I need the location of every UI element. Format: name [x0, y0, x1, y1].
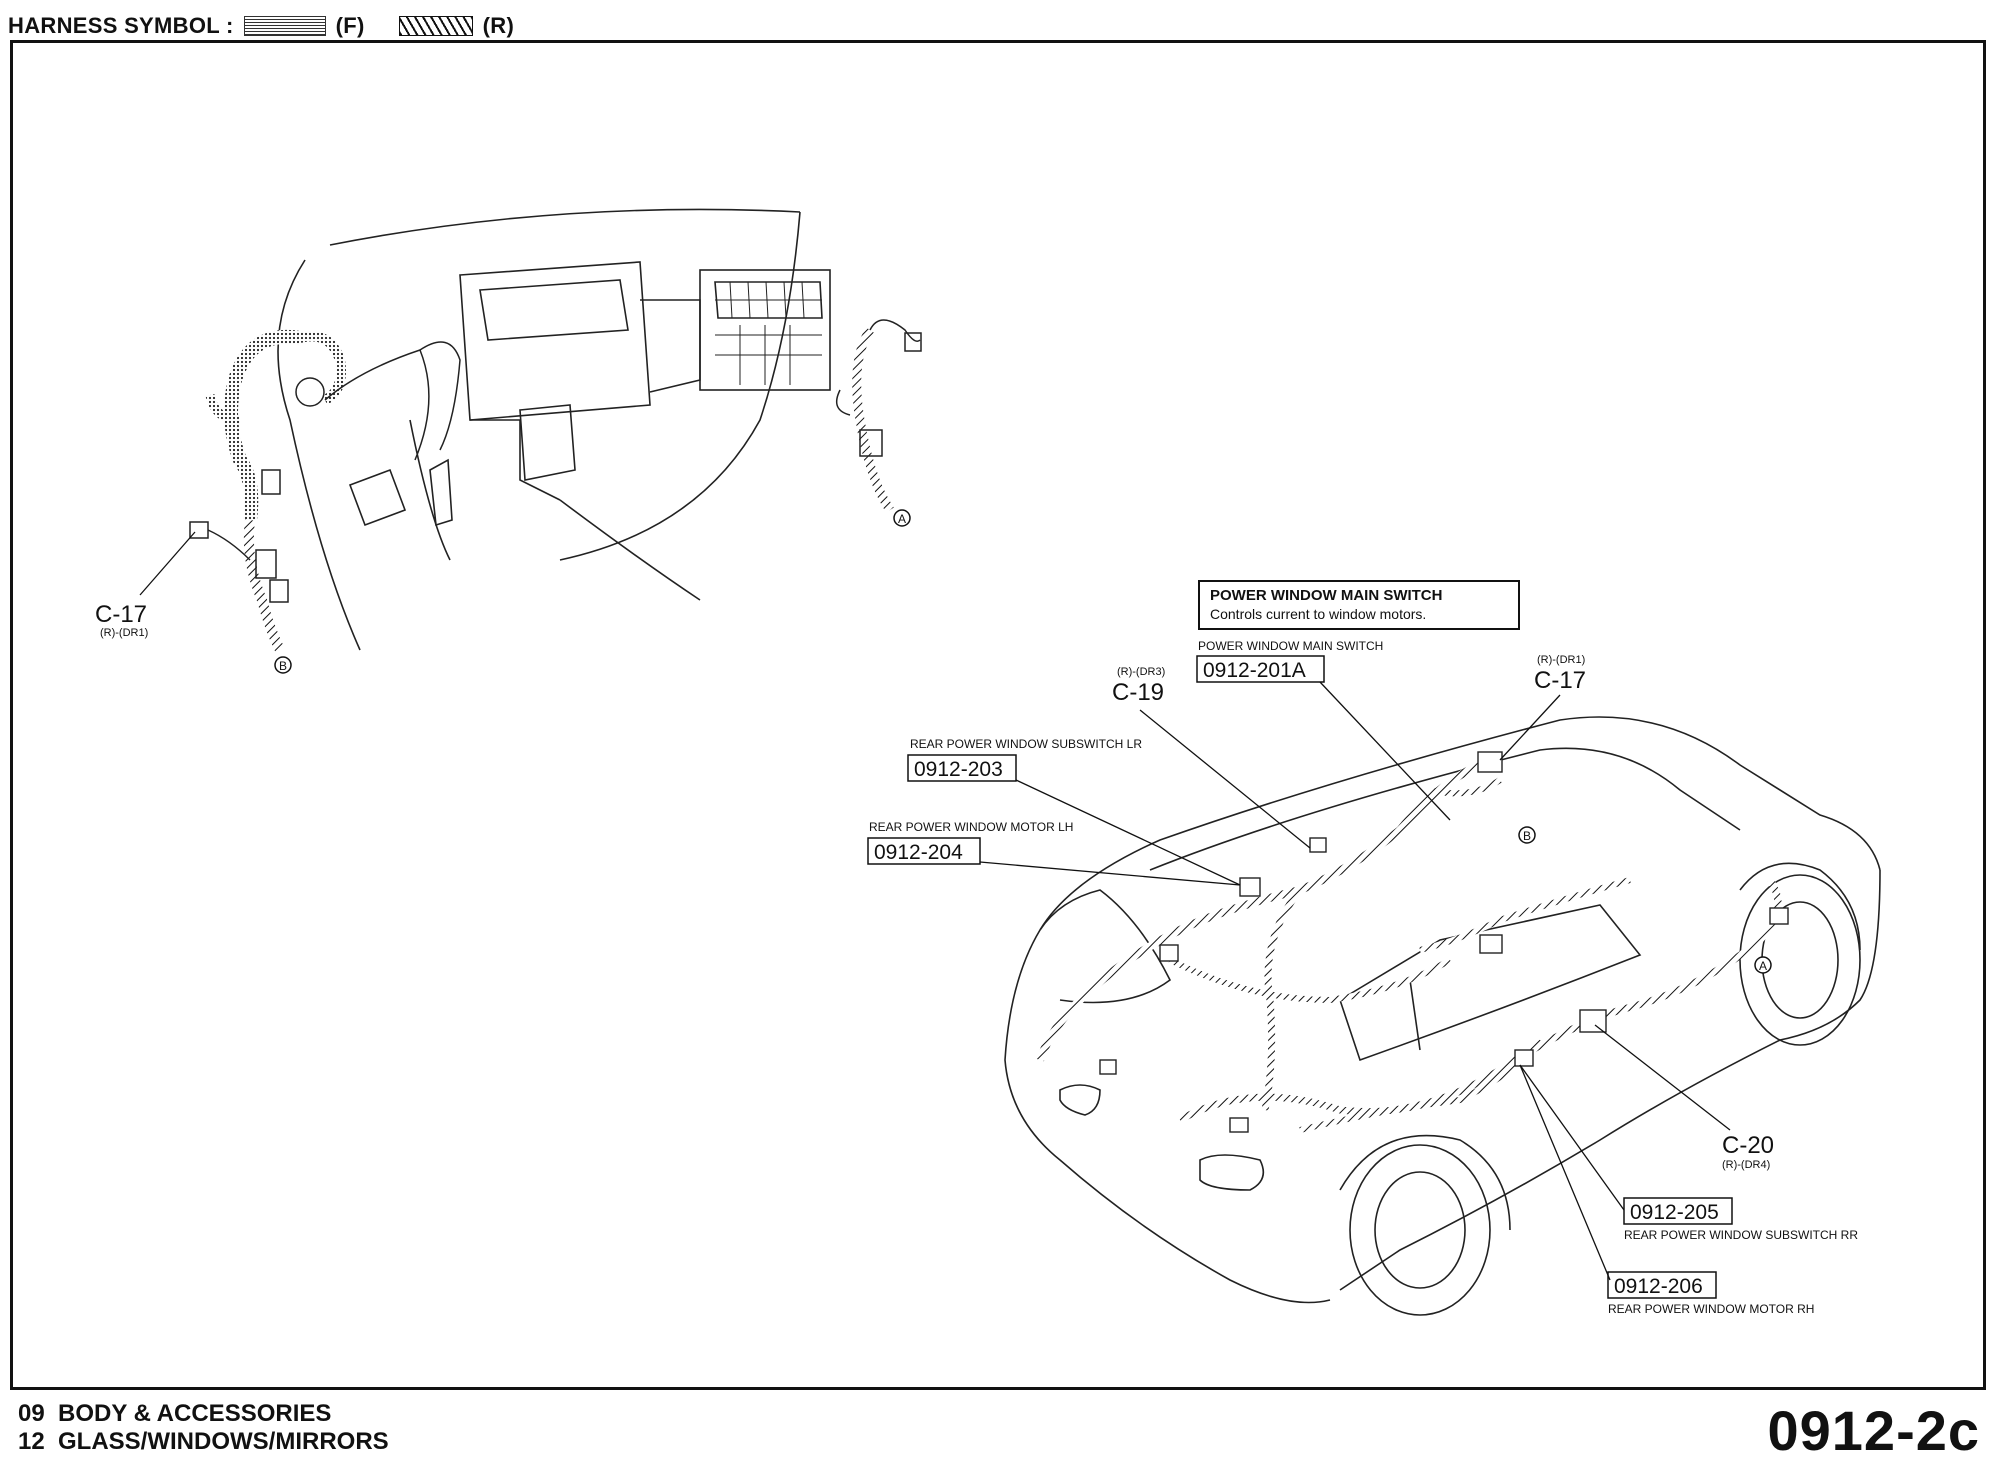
- footer-section-number: 09: [18, 1400, 45, 1427]
- c17-top-code: C-17: [95, 601, 147, 628]
- c17-top-sub: (R)-(DR1): [100, 627, 148, 639]
- c20-code: C-20: [1722, 1132, 1774, 1159]
- c17-car-sub: (R)-(DR1): [1537, 654, 1585, 666]
- power-window-info-box: POWER WINDOW MAIN SWITCH Controls curren…: [1198, 580, 1520, 630]
- subswitch-lr-ref-box: [907, 754, 1017, 782]
- svg-text:B: B: [279, 659, 287, 673]
- rear-harness-connectors: [1099, 751, 1789, 1133]
- footer-section-title: BODY & ACCESSORIES: [58, 1400, 332, 1427]
- main-switch-ref[interactable]: 0912-201A: [1203, 659, 1306, 682]
- front-harness-swatch: [243, 16, 326, 36]
- motor-rh-ref-box: [1607, 1271, 1717, 1299]
- subswitch-lr-ref[interactable]: 0912-203: [914, 758, 1003, 781]
- main-switch-ref-box: [1196, 655, 1325, 683]
- page-code: 0912-2c: [1767, 1399, 1980, 1462]
- motor-rh-ref[interactable]: 0912-206: [1614, 1275, 1703, 1298]
- c19-code: C-19: [1112, 679, 1164, 706]
- marker-b-top: B: [274, 656, 292, 674]
- rear-harness-swatch: [398, 16, 473, 36]
- info-box-subtitle: Controls current to window motors.: [1210, 606, 1427, 622]
- footer-subsection-title: GLASS/WINDOWS/MIRRORS: [58, 1428, 389, 1455]
- marker-a-car: A: [1754, 956, 1772, 974]
- dashboard-illustration: [277, 208, 831, 651]
- rear-harness-label: (R): [482, 13, 515, 38]
- c20-sub: (R)-(DR4): [1722, 1159, 1770, 1171]
- footer-subsection-number: 12: [18, 1428, 45, 1455]
- motor-rh-name: REAR POWER WINDOW MOTOR RH: [1608, 1302, 1814, 1316]
- front-harness-label: (F): [335, 13, 365, 38]
- harness-symbol-legend: HARNESS SYMBOL : (F) (R): [8, 8, 514, 44]
- motor-lh-ref-box: [867, 837, 981, 865]
- main-switch-name: POWER WINDOW MAIN SWITCH: [1198, 639, 1383, 653]
- subswitch-rr-ref[interactable]: 0912-205: [1630, 1201, 1719, 1224]
- svg-text:A: A: [1759, 959, 1767, 973]
- svg-text:A: A: [898, 512, 906, 526]
- motor-lh-name: REAR POWER WINDOW MOTOR LH: [869, 820, 1073, 834]
- front-harness-details: [189, 319, 922, 603]
- subswitch-rr-ref-box: [1623, 1197, 1733, 1225]
- info-box-title: POWER WINDOW MAIN SWITCH: [1210, 587, 1443, 604]
- marker-a-top: A: [893, 509, 911, 527]
- c19-sub: (R)-(DR3): [1117, 666, 1165, 678]
- section-footer: 09 BODY & ACCESSORIES 12 GLASS/WINDOWS/MIR…: [18, 1400, 389, 1456]
- marker-b-car: B: [1518, 826, 1536, 844]
- subswitch-lr-name: REAR POWER WINDOW SUBSWITCH LR: [910, 737, 1142, 751]
- harness-symbol-title: HARNESS SYMBOL :: [8, 13, 234, 38]
- c17-car-code: C-17: [1534, 667, 1586, 694]
- rear-harness: [1036, 756, 1782, 1133]
- car-illustration: [1004, 716, 1881, 1316]
- svg-text:B: B: [1523, 829, 1531, 843]
- subswitch-rr-name: REAR POWER WINDOW SUBSWITCH RR: [1624, 1228, 1858, 1242]
- motor-lh-ref[interactable]: 0912-204: [874, 841, 963, 864]
- diagram-frame: [10, 40, 1986, 1390]
